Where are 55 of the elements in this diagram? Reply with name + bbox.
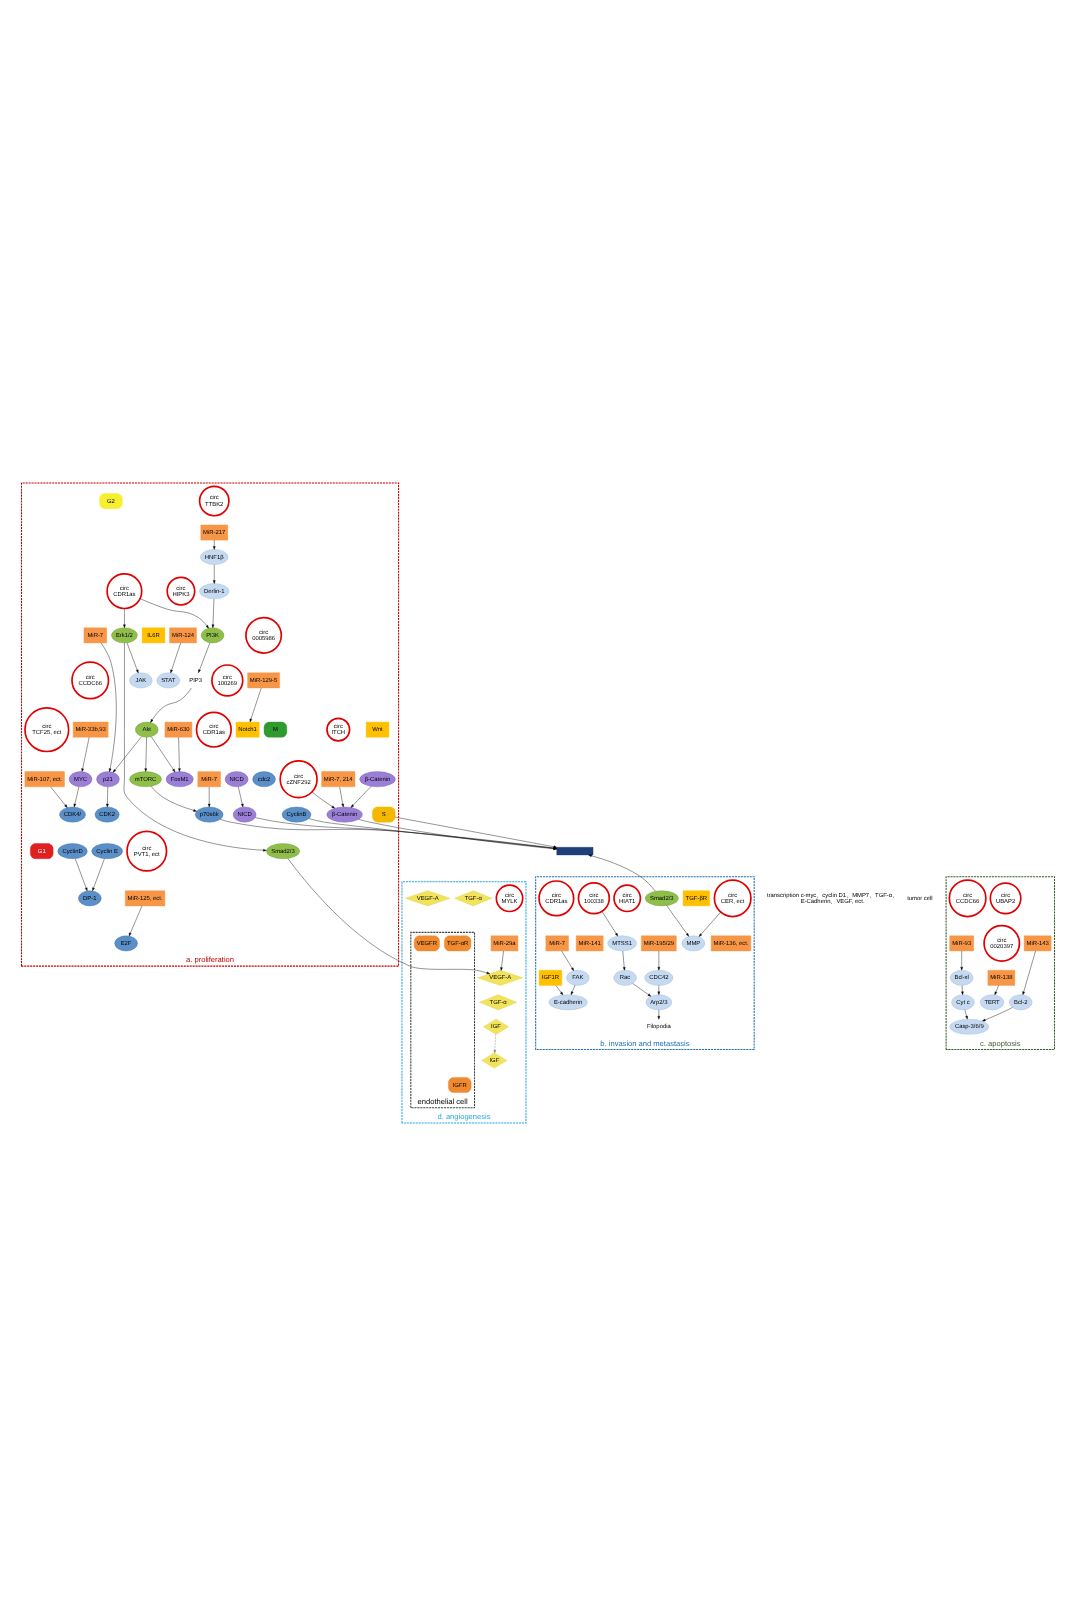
arrow (964, 1009, 968, 1020)
arrow (555, 985, 564, 996)
arrow (238, 786, 244, 808)
arrow (112, 736, 142, 773)
arrow (255, 817, 557, 850)
arrow (100, 642, 117, 772)
arrow (150, 786, 197, 812)
arrow (657, 950, 661, 971)
arrow (570, 985, 576, 995)
arrow (151, 736, 176, 773)
arrow (632, 983, 652, 997)
arrow (128, 905, 143, 937)
arrow (561, 950, 574, 971)
arrow (657, 985, 661, 995)
arrow (178, 737, 181, 772)
arrow (500, 950, 504, 971)
arrow (622, 950, 626, 971)
arrow (50, 786, 68, 808)
arrow (150, 687, 192, 723)
arrow (601, 911, 618, 937)
arrow (698, 912, 721, 937)
arrow (140, 598, 209, 629)
arrow (960, 950, 963, 971)
arrow (126, 642, 139, 674)
arrow (207, 786, 211, 808)
arrow (198, 642, 211, 673)
arrow (170, 642, 181, 674)
arrow (92, 858, 105, 892)
arrow (493, 1033, 497, 1054)
arrow (994, 985, 999, 996)
arrow (657, 1009, 661, 1020)
arrow (211, 598, 215, 628)
arrow (287, 858, 491, 975)
arrow (358, 819, 557, 850)
arrow (75, 858, 88, 892)
arrow (213, 539, 216, 550)
arrow (106, 786, 109, 808)
arrow (982, 1007, 1013, 1022)
arrow (588, 854, 656, 892)
arrow (1022, 950, 1036, 995)
arrow (308, 818, 557, 850)
arrow (213, 564, 216, 584)
arrow (220, 819, 557, 850)
arrow (350, 786, 372, 808)
arrow (339, 786, 344, 808)
arrow (961, 985, 964, 995)
arrow (123, 642, 267, 852)
arrow (123, 608, 126, 628)
arrow (395, 816, 557, 848)
arrow (311, 791, 335, 809)
arrow (81, 737, 90, 772)
arrow (666, 905, 689, 937)
arrow (249, 688, 262, 723)
arrow (73, 786, 80, 808)
arrow (144, 737, 147, 772)
